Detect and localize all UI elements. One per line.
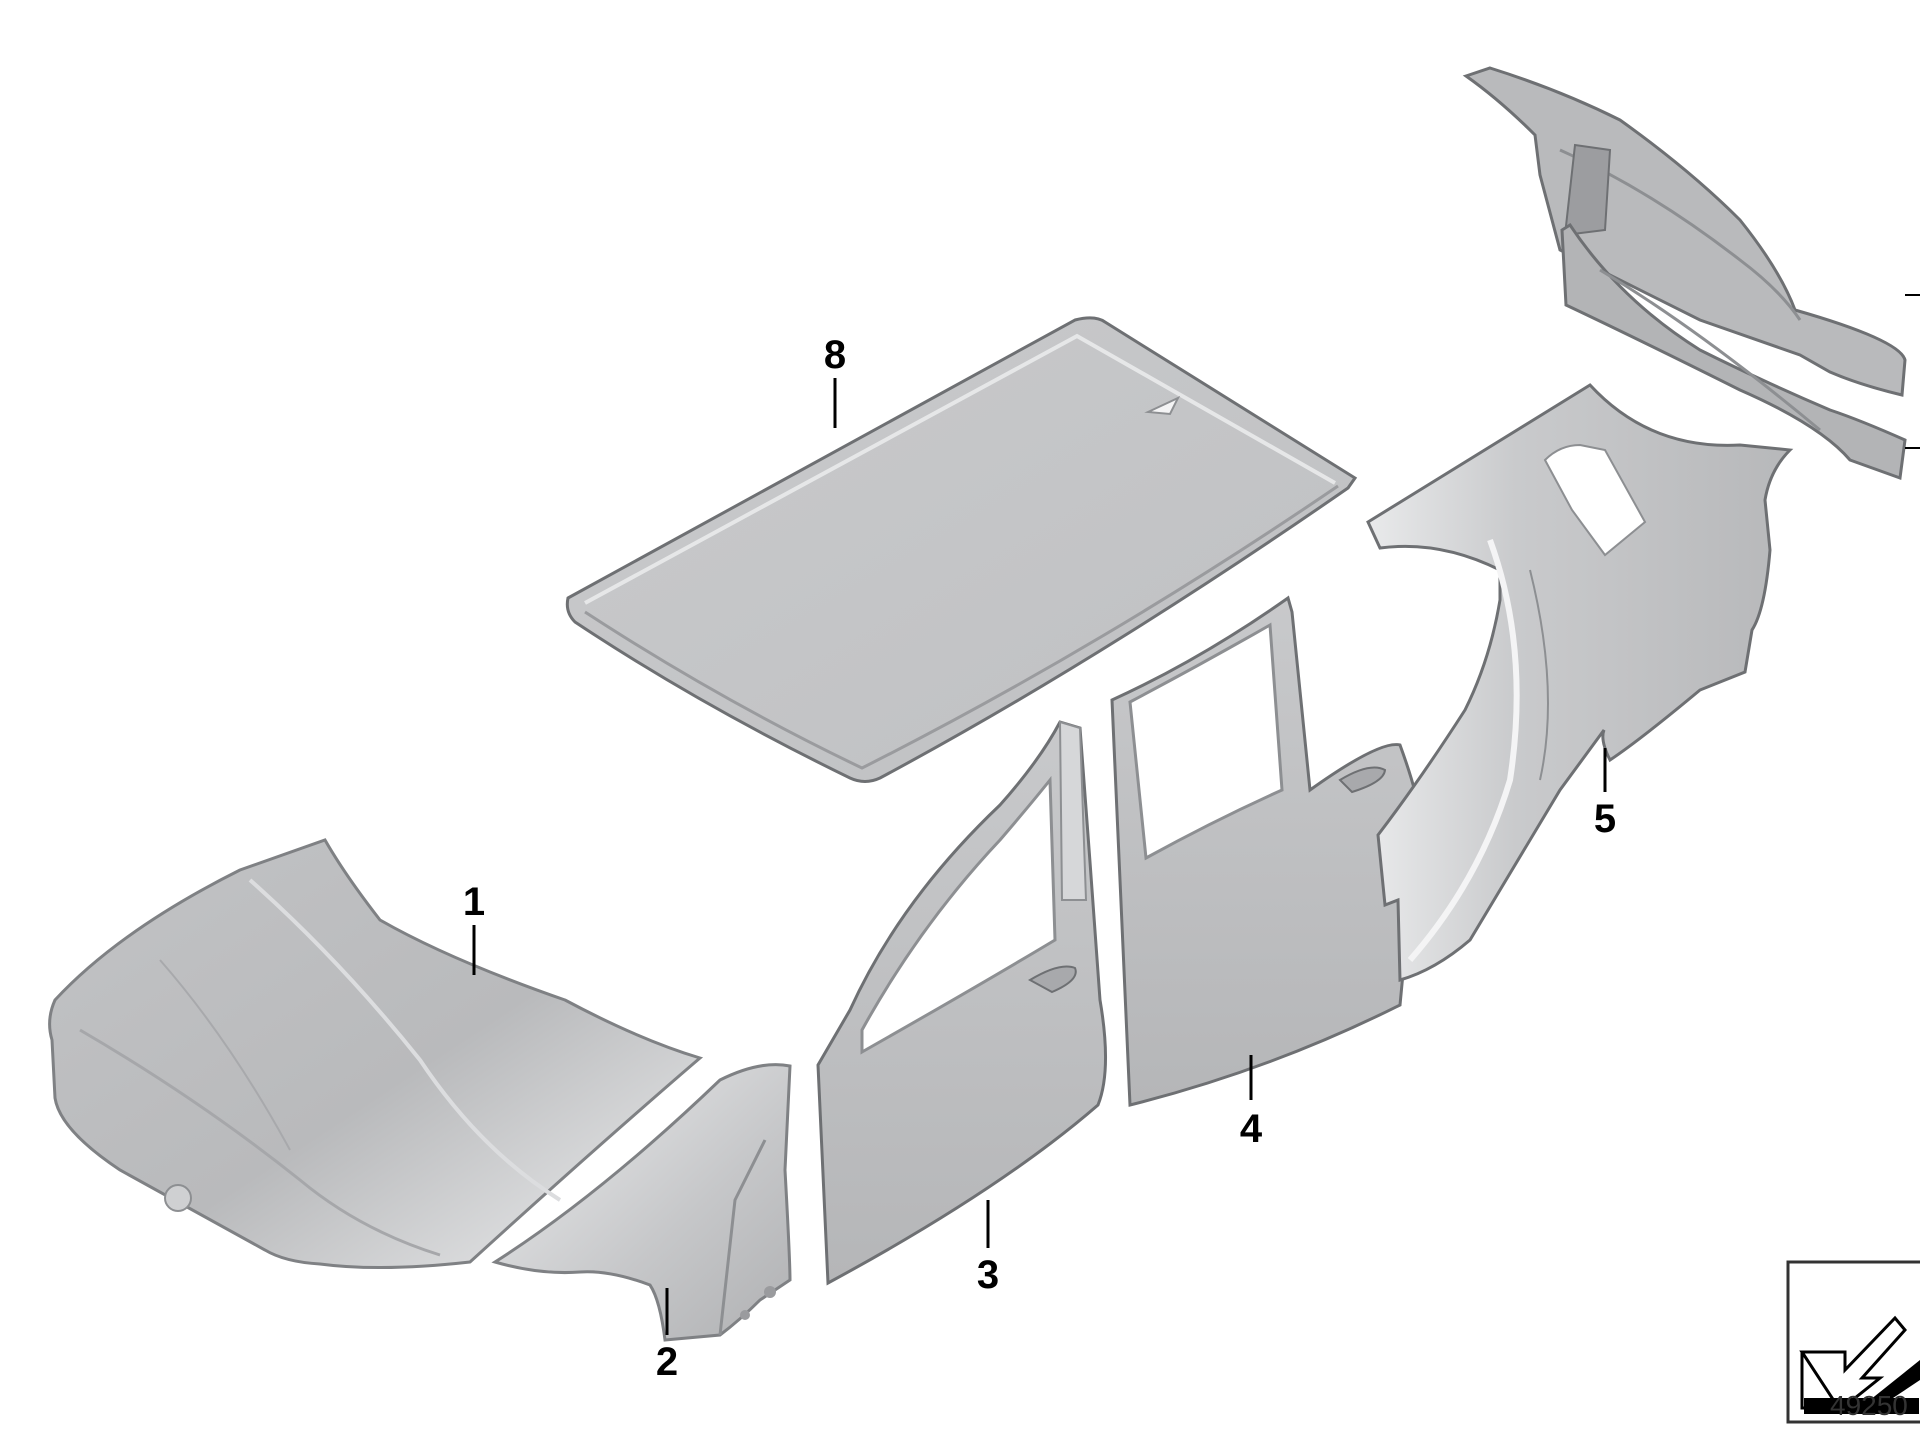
callout-hood: 1 [463, 880, 485, 924]
door-handle-rear [1338, 766, 1387, 794]
callout-rear-door: 4 [1240, 1107, 1263, 1151]
hood-emblem-icon [164, 1184, 192, 1212]
side-frame-panel [1366, 383, 1794, 982]
front-fender-panel [491, 1063, 792, 1342]
rear-panels [1462, 66, 1920, 481]
callout-side-frame: 5 [1594, 797, 1616, 841]
leader-lines [472, 378, 1607, 1335]
callout-front-door: 3 [977, 1253, 999, 1297]
callout-front-fender: 2 [656, 1340, 678, 1384]
callout-labels: 1 2 3 4 5 8 [463, 333, 1616, 1384]
front-door-panel [816, 720, 1108, 1286]
rear-door-panel [1110, 595, 1420, 1107]
callout-roof: 8 [824, 333, 846, 377]
diagram-number: 49250 [1830, 1390, 1908, 1421]
roof-panel [565, 316, 1358, 783]
hood-panel [48, 838, 704, 1270]
orientation-icon [1786, 1260, 1920, 1424]
door-handle-front [1027, 965, 1077, 994]
